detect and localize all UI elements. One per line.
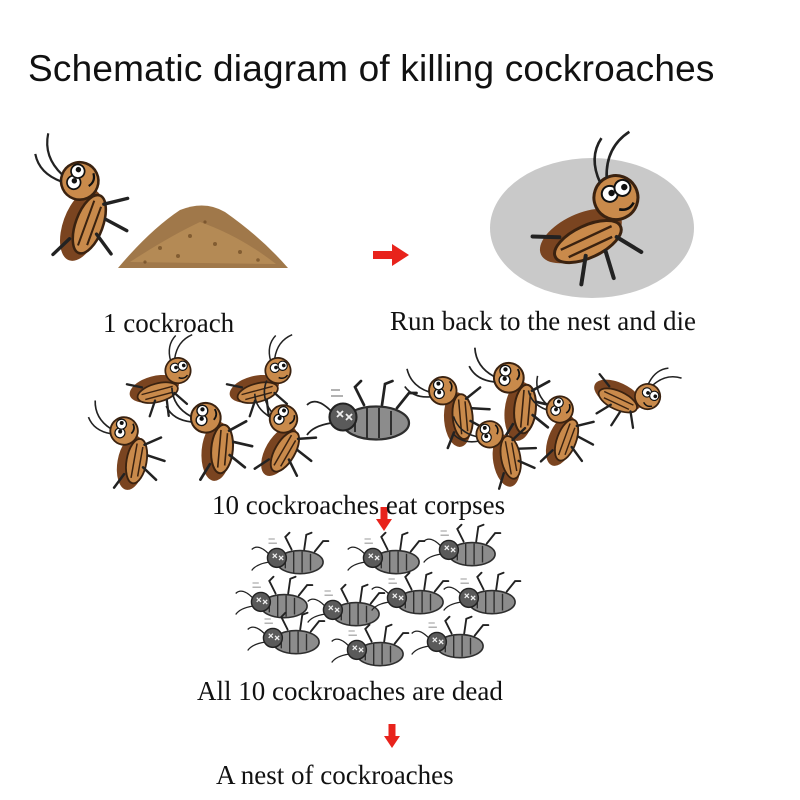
step-label-one-cockroach: 1 cockroach <box>103 308 235 338</box>
step-label-run-back: Run back to the nest and die <box>390 306 696 336</box>
diagram-title: Schematic diagram of killing cockroaches <box>28 48 715 89</box>
step-label-nest: A nest of cockroaches <box>216 760 454 790</box>
dead-cockroach-cluster <box>234 523 522 667</box>
first-cockroach <box>3 129 151 278</box>
cockroach-corpse <box>305 379 418 441</box>
step-label-eat-corpses: 10 cockroaches eat corpses <box>212 490 506 520</box>
step-label-all-dead: All 10 cockroaches are dead <box>197 676 503 706</box>
arrow-down-2 <box>384 724 400 748</box>
arrow-right <box>373 244 409 266</box>
bait-powder-pile <box>118 205 288 268</box>
